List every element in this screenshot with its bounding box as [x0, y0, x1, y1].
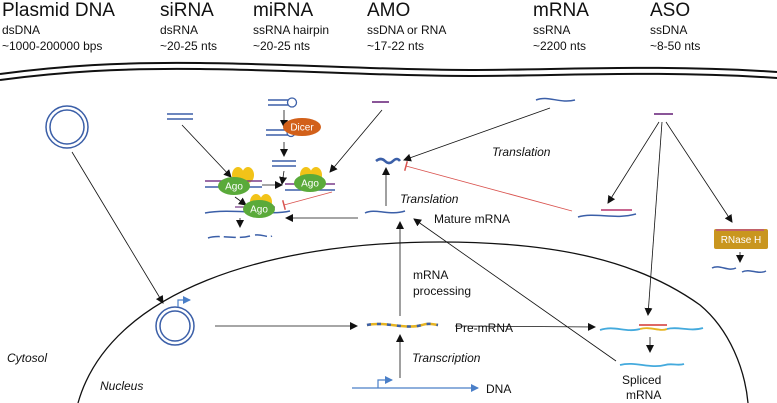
pre-mrna [366, 322, 439, 328]
header-title: ASO [650, 0, 691, 21]
label-mrna-processing-2: processing [413, 284, 472, 298]
label-cytosol: Cytosol [7, 351, 48, 365]
ago-complex-sirna: Ago [205, 167, 262, 195]
ago-mrna-cleavage: Ago [204, 194, 291, 218]
header-size: ~8-50 nts [650, 39, 701, 53]
cell-membrane-inner [0, 67, 777, 81]
arrow-plasmid-to-nucleus [71, 151, 164, 304]
ago-complex-mirna: Ago [285, 167, 335, 192]
header-size: ~20-25 nts [160, 39, 218, 53]
arrow-ago-sirna-to-ago-mrna [234, 196, 247, 206]
label-spliced-2: mRNA [626, 388, 662, 402]
arrow-mrna-translation [403, 107, 551, 162]
sirna-duplex [167, 113, 193, 120]
header-size: ~20-25 nts [253, 39, 311, 53]
header-plasmid-dna: Plasmid DNA dsDNA ~1000-200000 bps [2, 0, 115, 54]
header-aso: ASO ssDNA ~8-50 nts [650, 0, 700, 54]
label-translation-top: Translation [492, 145, 551, 159]
aso-mrna-hybrid [577, 209, 637, 218]
splicing-complex [599, 324, 704, 332]
header-title: mRNA [533, 0, 589, 21]
arrow-spliced-to-mature [413, 218, 617, 362]
mirna-duplex [272, 160, 296, 167]
plasmid-nucleus [155, 296, 195, 346]
rnaseh-cleaved-mrna [711, 266, 767, 274]
dicer-complex: Dicer [266, 118, 321, 138]
mature-mrna [364, 210, 406, 214]
plasmid-cytosol [45, 105, 89, 149]
label-pre-mrna: Pre-mRNA [455, 321, 514, 335]
arrow-aso-to-rnaseh [665, 121, 733, 223]
header-mrna: mRNA ssRNA ~2200 nts [533, 0, 589, 54]
cleaved-mrna [207, 234, 273, 239]
spliced-mrna [619, 362, 685, 368]
protein [375, 157, 402, 165]
header-title: AMO [367, 0, 411, 21]
header-title: Plasmid DNA [2, 0, 115, 21]
header-type: ssRNA hairpin [253, 23, 330, 37]
header-type: ssDNA [650, 23, 688, 37]
header-title: siRNA [160, 0, 214, 21]
arrow-sirna-to-ago [181, 124, 232, 178]
label-transcription: Transcription [412, 351, 481, 365]
label-spliced-1: Spliced [622, 373, 662, 387]
ago-label: Ago [301, 179, 319, 190]
arrow-premrna-to-splicing [454, 322, 596, 331]
inhibit-aso-translation [403, 160, 573, 212]
mirna-hairpin [268, 97, 298, 108]
label-mature-mrna: Mature mRNA [434, 212, 511, 226]
dicer-label: Dicer [290, 123, 314, 134]
header-type: dsDNA [2, 23, 41, 37]
ago-label: Ago [225, 182, 243, 193]
label-dna: DNA [486, 382, 512, 396]
header-type: ssRNA [533, 23, 571, 37]
header-size: ~1000-200000 bps [2, 39, 103, 53]
header-mirna: miRNA ssRNA hairpin ~20-25 nts [253, 0, 329, 54]
label-translation-mid: Translation [400, 192, 459, 206]
arrow-aso-to-splicing [644, 121, 663, 316]
arrow-mirna-to-ago [279, 170, 288, 185]
header-size: ~2200 nts [533, 39, 587, 53]
label-mrna-processing-1: mRNA [413, 268, 449, 282]
header-title: miRNA [253, 0, 314, 21]
arrow-aso-to-hybrid [607, 121, 660, 204]
exogenous-mrna [535, 97, 576, 102]
inhibit-amo [281, 191, 333, 211]
header-type: ssDNA or RNA [367, 23, 447, 37]
header-sirna: siRNA dsRNA ~20-25 nts [160, 0, 217, 54]
ago-label: Ago [250, 205, 268, 216]
header-amo: AMO ssDNA or RNA ~17-22 nts [367, 0, 446, 54]
cell-membrane-outer [0, 61, 777, 75]
label-nucleus: Nucleus [100, 379, 144, 393]
header-type: dsRNA [160, 23, 199, 37]
rnase-h-label: RNase H [721, 235, 762, 246]
arrow-amo-to-ago [329, 109, 383, 173]
header-size: ~17-22 nts [367, 39, 425, 53]
rnase-h-complex: RNase H [714, 229, 768, 249]
genomic-dna [352, 376, 479, 392]
